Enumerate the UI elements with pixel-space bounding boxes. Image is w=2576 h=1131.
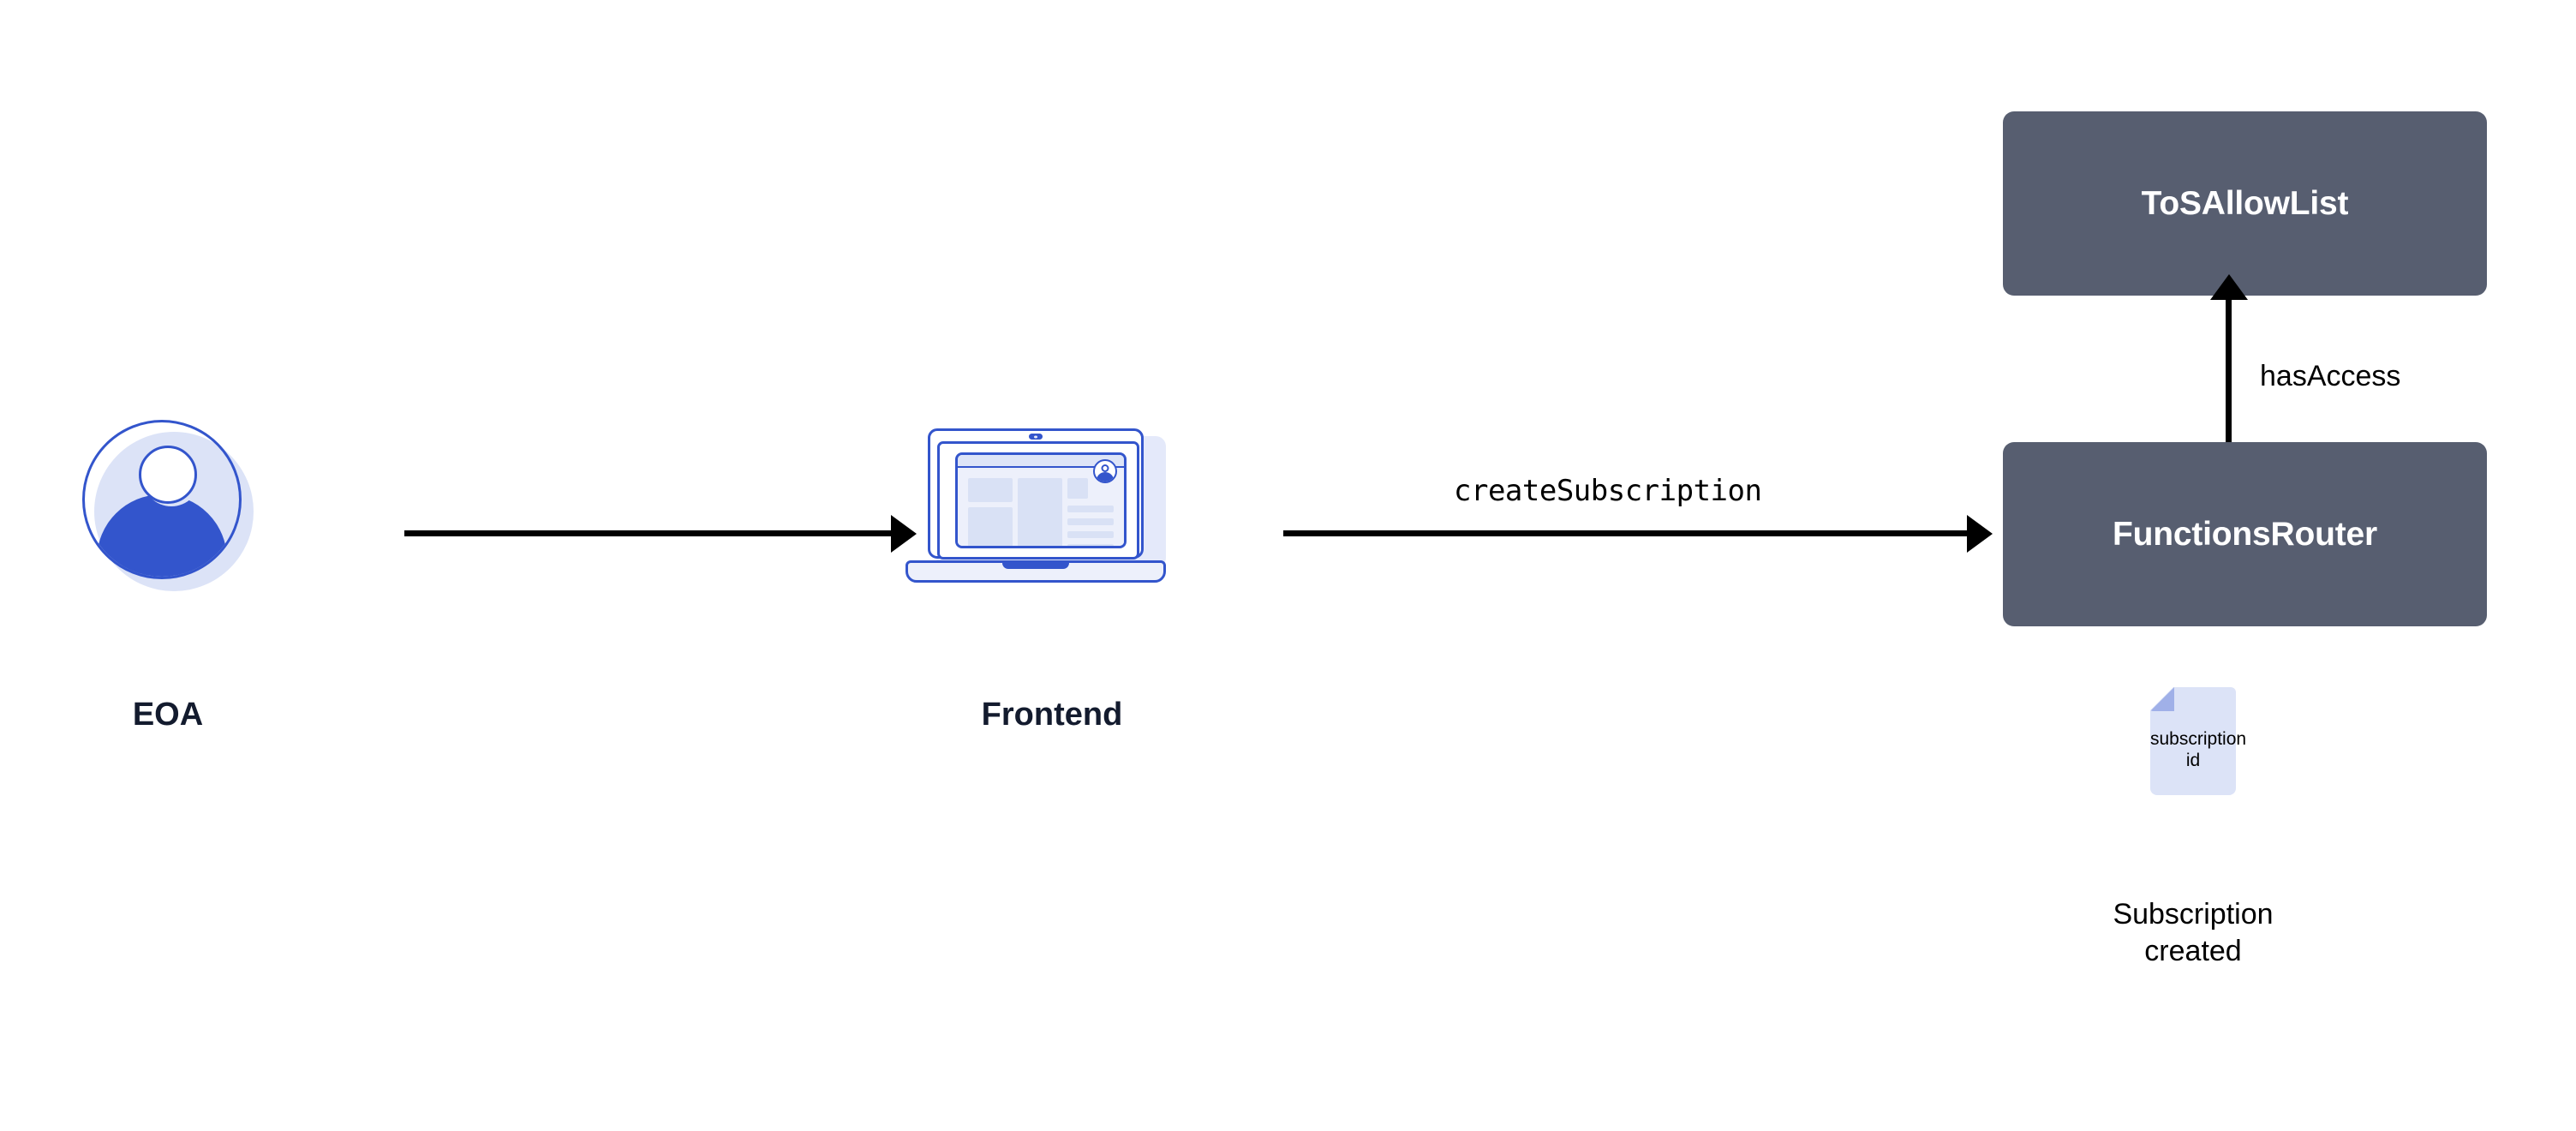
browser-titlebar (958, 455, 1124, 468)
document-text: subscription id (2150, 728, 2247, 771)
browser-window-mock (955, 452, 1127, 548)
content-block (968, 507, 1013, 546)
node-label-tos-allow-list: ToSAllowList (2141, 185, 2349, 222)
caption-line-2: created (2144, 934, 2242, 967)
node-label-functions-router: FunctionsRouter (2113, 516, 2377, 553)
node-caption-subscription-created: Subscription created (2073, 896, 2313, 969)
caption-line-1: Subscription (2113, 898, 2274, 931)
document-text-line-2: id (2185, 751, 2201, 771)
laptop-base (905, 560, 1166, 583)
laptop-camera-icon (1029, 434, 1043, 440)
content-block (1018, 478, 1062, 546)
avatar-outline-circle (82, 420, 242, 579)
browser-content-area (958, 470, 1124, 546)
laptop-camera-lens (1034, 435, 1037, 438)
node-caption-eoa: EOA (132, 697, 204, 733)
document-icon[interactable]: subscription id (2150, 687, 2247, 795)
node-caption-frontend: Frontend (981, 697, 1123, 733)
content-block (968, 478, 1013, 502)
content-line (1067, 544, 1114, 546)
edge-label-create-subscription: createSubscription (1454, 474, 1762, 508)
content-block (1067, 478, 1088, 499)
avatar-body-shape (97, 494, 227, 577)
laptop-screen-bezel (937, 441, 1139, 560)
content-line (1067, 518, 1114, 525)
laptop-outer-frame (928, 428, 1144, 560)
arrow-functions-router-to-tos-allow-list (2226, 297, 2232, 443)
avatar-head-circle (139, 446, 197, 504)
user-avatar-icon (1093, 459, 1117, 483)
node-tos-allow-list[interactable]: ToSAllowList (2003, 111, 2487, 296)
avatar-head-circle (1101, 464, 1109, 472)
avatar-body-shape (1096, 472, 1115, 482)
arrow-frontend-to-functions-router (1283, 530, 1969, 536)
content-line (1067, 506, 1114, 512)
laptop-trackpad-notch (1002, 563, 1069, 569)
node-functions-router[interactable]: FunctionsRouter (2003, 442, 2487, 626)
laptop-icon (905, 428, 1176, 583)
content-line (1067, 531, 1114, 538)
edge-label-has-access: hasAccess (2260, 360, 2401, 392)
user-avatar-icon (82, 420, 254, 591)
arrow-eoa-to-frontend (404, 530, 893, 536)
document-text-line-1: subscription (2150, 729, 2247, 749)
